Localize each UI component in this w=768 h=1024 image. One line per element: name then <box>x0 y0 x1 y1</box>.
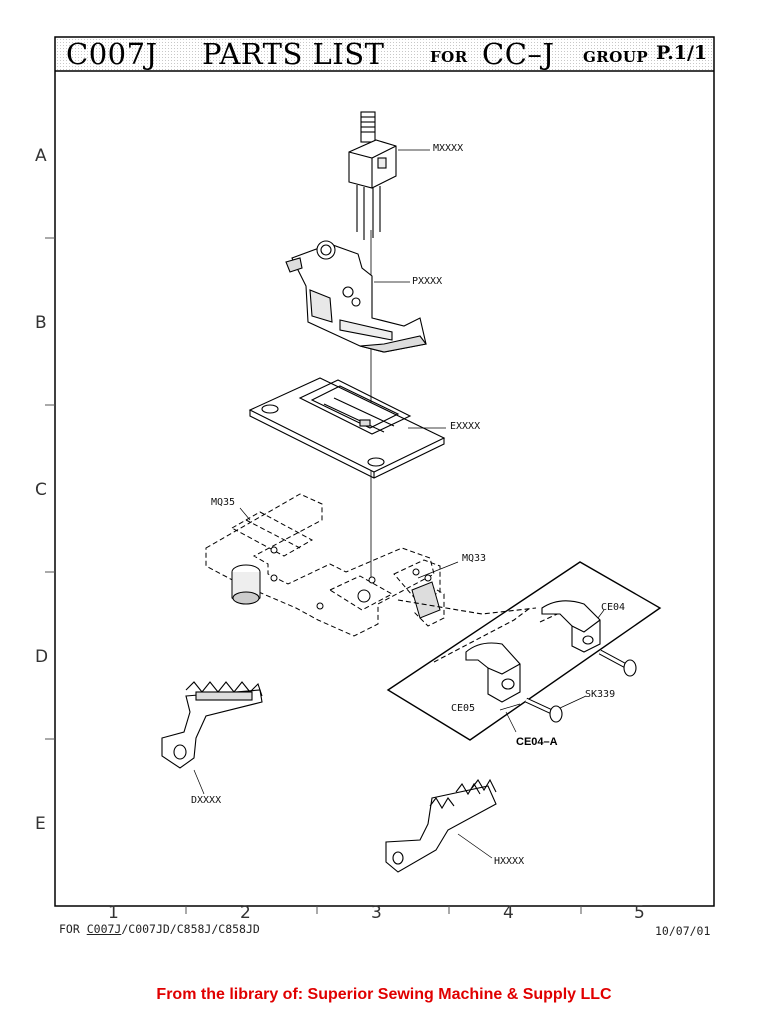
part-label-dxxxx: DXXXX <box>191 795 222 806</box>
row-label-d: D <box>35 647 49 667</box>
header-band <box>56 38 713 71</box>
outer-frame <box>54 36 715 907</box>
row-label-c: C <box>35 480 47 500</box>
part-label-ce04: CE04 <box>601 602 626 613</box>
column-label-4: 4 <box>503 903 514 923</box>
part-label-exxxx: EXXXX <box>450 421 481 432</box>
footer-model-rest: /C007JD/C858J/C858JD <box>121 922 260 936</box>
row-label-a: A <box>35 146 47 166</box>
part-label-pxxxx: PXXXX <box>412 276 443 287</box>
library-note: From the library of: Superior Sewing Mac… <box>156 986 612 1003</box>
page-title: PARTS LIST <box>202 37 385 71</box>
part-label-mq33: MQ33 <box>462 553 487 564</box>
page-number: P.1/1 <box>656 42 708 64</box>
column-ticks <box>185 906 582 914</box>
part-label-mq35: MQ35 <box>211 497 236 508</box>
assembly-label-ce04-a: CE04–A <box>516 736 558 748</box>
part-label-sk339: SK339 <box>585 689 616 700</box>
needle-plate-drawing <box>248 377 446 479</box>
footer-model-first: C007J <box>86 922 122 936</box>
presser-foot-drawing <box>285 240 427 353</box>
column-label-5: 5 <box>634 903 645 923</box>
column-label-1: 1 <box>108 903 119 923</box>
footer-date: 10/07/01 <box>655 924 711 938</box>
plate-support-solid <box>231 546 441 619</box>
group-label: GROUP <box>583 48 649 66</box>
row-label-e: E <box>35 814 46 834</box>
looper-assembly-drawing <box>386 561 662 741</box>
feed-dog-h-drawing <box>385 778 497 873</box>
footer-for-label: FOR <box>59 922 80 936</box>
part-label-ce05: CE05 <box>451 703 476 714</box>
row-label-b: B <box>35 313 47 333</box>
column-label-3: 3 <box>371 903 382 923</box>
group-code: CC–J <box>482 37 555 71</box>
part-label-mxxxx: MXXXX <box>433 143 464 154</box>
part-label-hxxxx: HXXXX <box>494 856 525 867</box>
model-number: C007J <box>66 37 158 71</box>
feed-dog-d-drawing <box>161 681 263 795</box>
footer-models: FOR C007J/C007JD/C858J/C858JD <box>59 922 260 936</box>
for-label: FOR <box>430 48 468 66</box>
column-label-2: 2 <box>240 903 251 923</box>
row-ticks <box>45 237 55 740</box>
needle-clamp-drawing <box>348 111 430 240</box>
